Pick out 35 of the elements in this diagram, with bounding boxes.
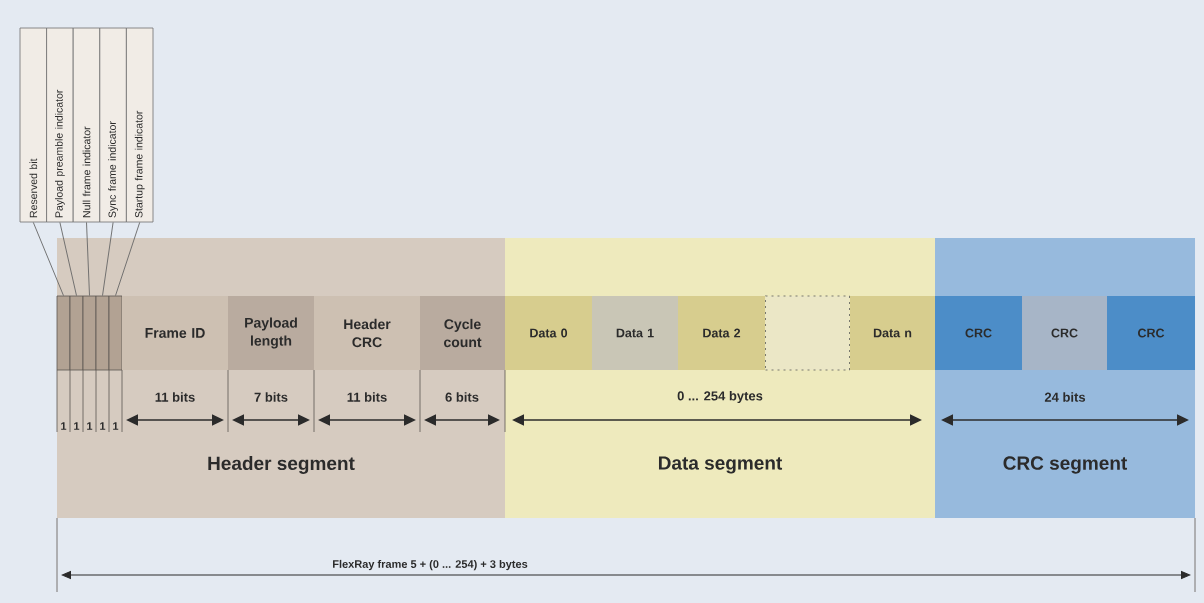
field-cell: Data 0: [505, 296, 592, 370]
field-cell: CRC: [935, 296, 1022, 370]
dimension-label: 11 bits: [155, 392, 195, 402]
bit-count: 1: [100, 422, 106, 430]
field-cell: Data 2: [678, 296, 765, 370]
placeholder-cell: [765, 295, 850, 371]
bit-count: 1: [87, 422, 93, 430]
field-cell: Data 1: [592, 296, 678, 370]
bit-cell: [108, 295, 123, 371]
field-cell: CRC: [1107, 296, 1195, 370]
dimension-label: 6 bits: [445, 392, 479, 402]
field-cell: Cycle count: [420, 296, 505, 370]
dimension-label: 0 ... 254 bytes: [677, 390, 763, 404]
indicator-label-box: Sync frame indicator: [99, 27, 127, 223]
dimension-label: 11 bits: [347, 392, 387, 402]
indicator-label-box: Payload preamble indicator: [46, 27, 74, 223]
leader-line: [115, 221, 141, 297]
indicator-label-box: Startup frame indicator: [126, 27, 154, 223]
field-cell: CRC: [1022, 296, 1107, 370]
dimension-label: 7 bits: [254, 392, 288, 402]
bit-count: 1: [113, 422, 119, 430]
dimension-label: FlexRay frame 5 + (0 ... 254) + 3 bytes: [333, 559, 528, 571]
field-cell: Payload length: [228, 296, 314, 370]
bit-count: 1: [61, 422, 67, 430]
field-cell: Data n: [850, 296, 935, 370]
leader-line: [32, 221, 64, 297]
leader-line: [59, 221, 77, 297]
indicator-label-box: Null frame indicator: [72, 27, 101, 223]
leader-line: [102, 221, 114, 297]
indicator-label-box: Reserved bit: [19, 27, 47, 223]
field-cell: Frame ID: [122, 296, 228, 370]
dimension-label: 24 bits: [1044, 392, 1086, 402]
field-cell: Header CRC: [314, 296, 420, 370]
leader-line: [86, 221, 90, 297]
bit-count: 1: [74, 422, 80, 430]
